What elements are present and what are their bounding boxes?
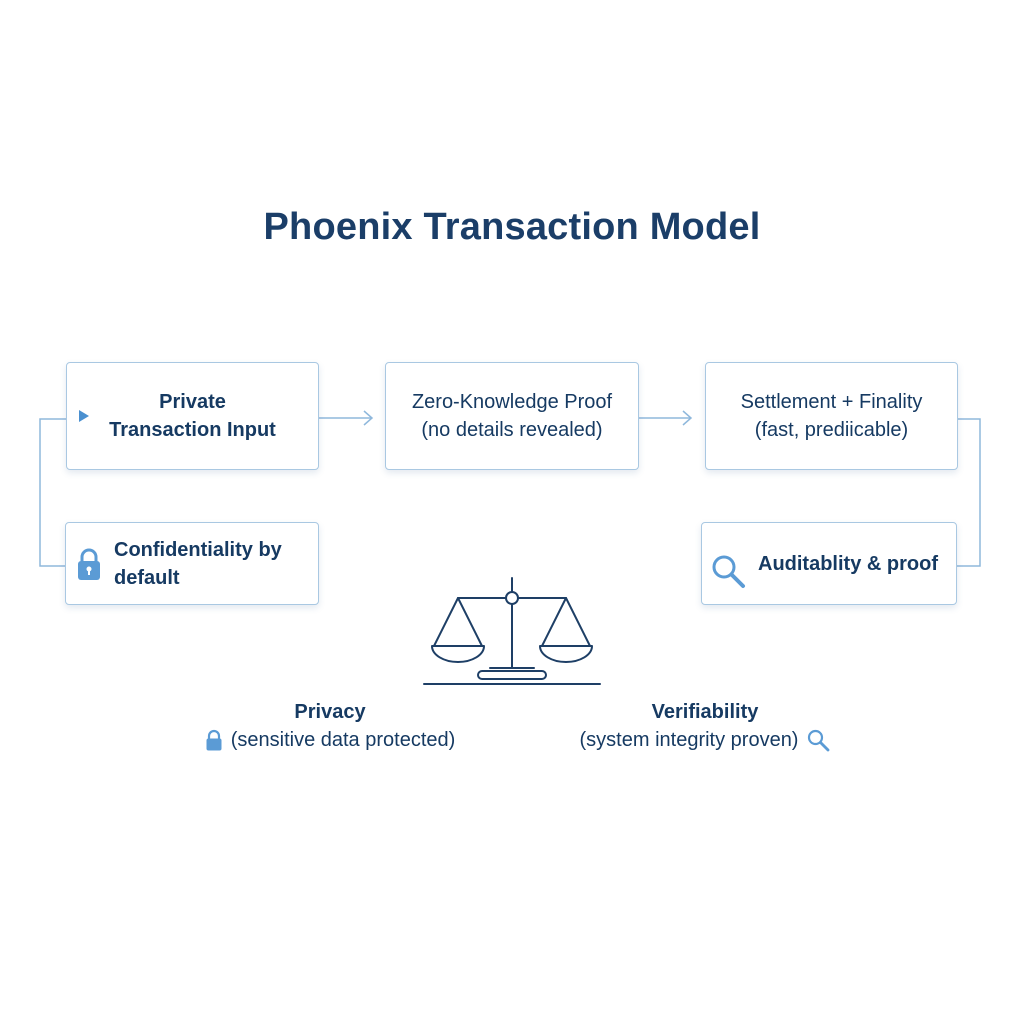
confidentiality-box: Confidentiality by default — [65, 522, 319, 605]
settlement-line1: Settlement + Finality — [741, 388, 923, 416]
lock-icon — [205, 729, 223, 751]
verifiability-label: Verifiability (system integrity proven) — [560, 698, 850, 754]
verifiability-sub: (system integrity proven) — [580, 726, 799, 754]
settlement-line2: (fast, prediicable) — [741, 416, 923, 444]
private-transaction-input-box: Private Transaction Input — [66, 362, 319, 470]
zkp-line2: (no details revealed) — [412, 416, 612, 444]
magnifier-icon — [710, 553, 746, 589]
zero-knowledge-proof-box: Zero-Knowledge Proof (no details reveale… — [385, 362, 639, 470]
private-input-line1: Private — [109, 388, 276, 416]
privacy-sub: (sensitive data protected) — [231, 726, 456, 754]
page-title: Phoenix Transaction Model — [0, 206, 1024, 249]
magnifier-icon — [806, 728, 830, 752]
connector-left-bracket — [40, 419, 66, 566]
confidentiality-line1: Confidentiality by — [114, 536, 282, 564]
privacy-label: Privacy (sensitive data protected) — [180, 698, 480, 754]
settlement-finality-box: Settlement + Finality (fast, prediicable… — [705, 362, 958, 470]
arrow-2-head — [683, 411, 691, 425]
auditability-label: Auditablity & proof — [758, 550, 938, 578]
connector-right-bracket — [957, 419, 980, 566]
privacy-heading: Privacy — [180, 698, 480, 726]
auditability-box: Auditablity & proof — [701, 522, 957, 605]
private-input-line2: Transaction Input — [109, 416, 276, 444]
verifiability-heading: Verifiability — [560, 698, 850, 726]
scales-icon — [420, 574, 604, 688]
zkp-line1: Zero-Knowledge Proof — [412, 388, 612, 416]
arrow-1-head — [364, 411, 372, 425]
lock-icon — [76, 547, 102, 581]
confidentiality-line2: default — [114, 564, 282, 592]
play-icon — [79, 410, 89, 422]
